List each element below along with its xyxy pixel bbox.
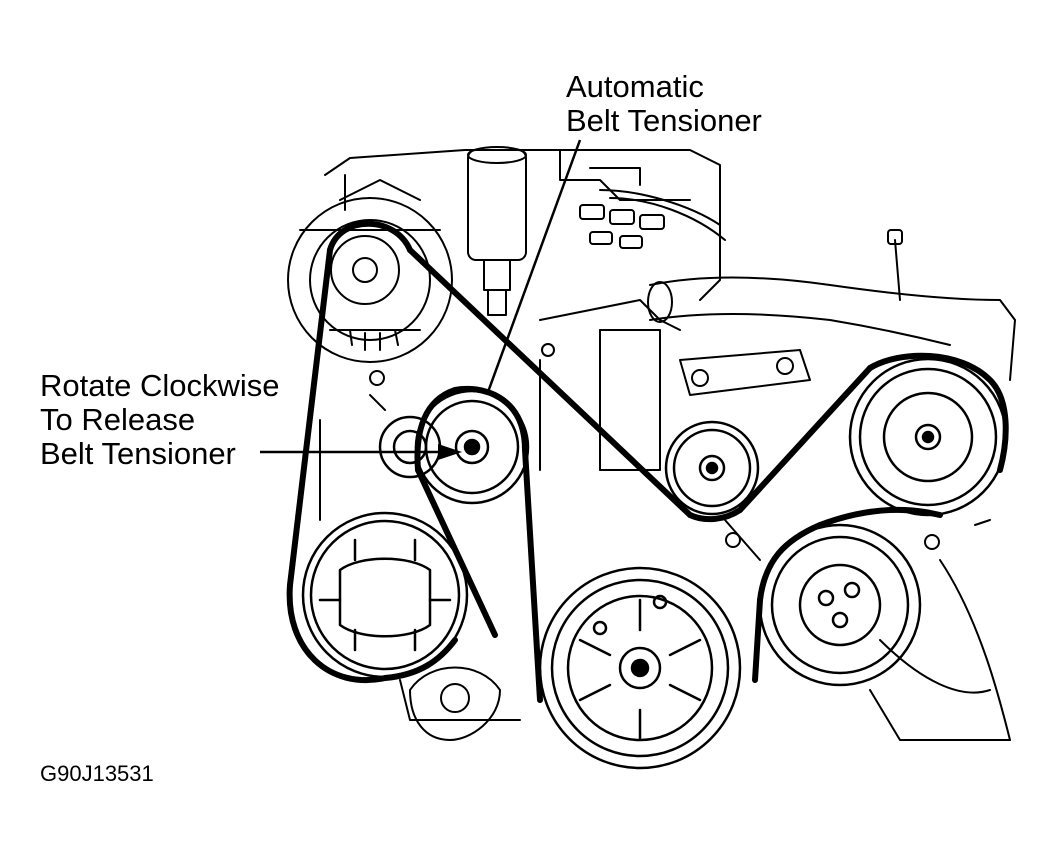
figure-code: G90J13531 (40, 761, 154, 786)
serpentine-belt (286, 220, 1009, 703)
automatic-belt-tensioner (378, 389, 530, 505)
ac-compressor-pulley (848, 357, 1008, 517)
rotate-label-line1: Rotate Clockwise (40, 368, 279, 403)
rotate-label-line2: To Release (40, 402, 195, 437)
alternator-pulley (287, 179, 453, 363)
engine-block (319, 146, 1016, 741)
idler-pulley (664, 420, 760, 516)
rotate-label-line3: Belt Tensioner (40, 436, 236, 471)
tensioner-label-line1: Automatic (566, 69, 704, 104)
callout-tensioner: Automatic Belt Tensioner (486, 69, 762, 393)
tensioner-label-line2: Belt Tensioner (566, 103, 762, 138)
crankshaft-pulley (538, 566, 742, 770)
callout-rotate: Rotate Clockwise To Release Belt Tension… (40, 368, 462, 471)
